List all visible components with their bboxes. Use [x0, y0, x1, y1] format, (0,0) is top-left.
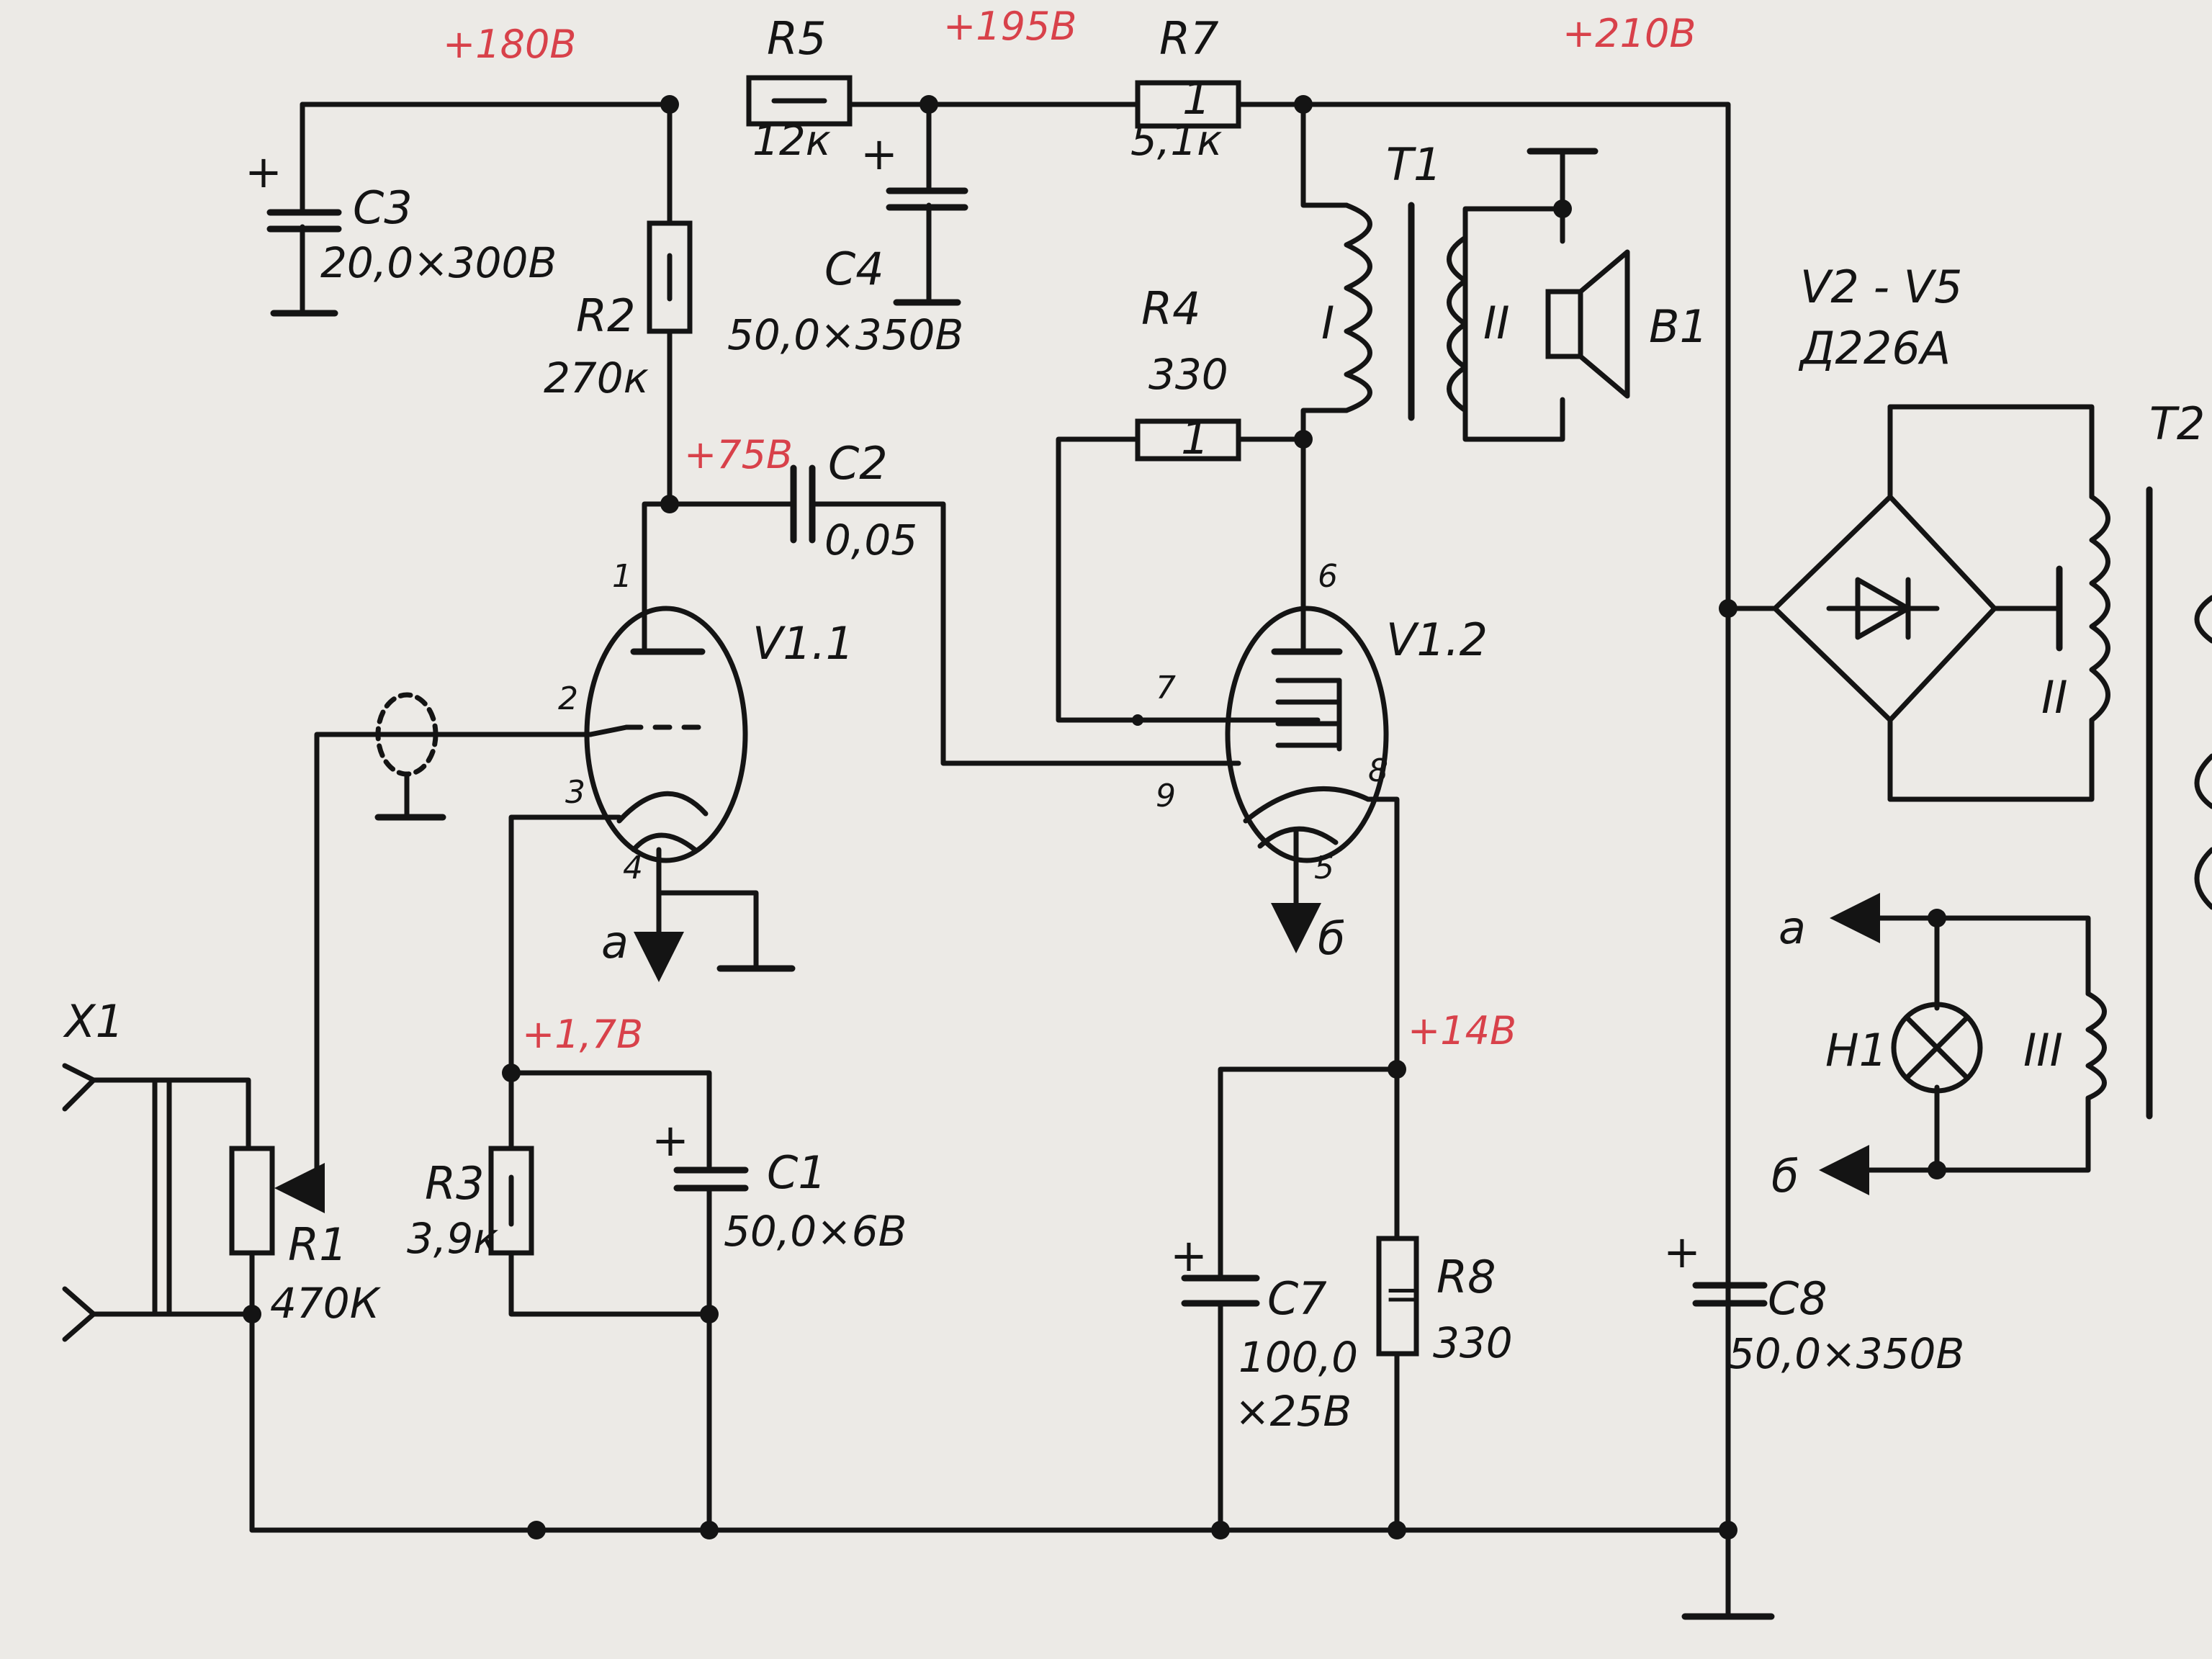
lamp-h1: [1891, 1002, 1983, 1094]
r7-value: 5,1к: [1130, 116, 1222, 165]
transformer-t2: [2085, 486, 2212, 1120]
voltage-180: +180В: [443, 22, 576, 67]
svg-text:1: 1: [1181, 412, 1209, 464]
c3-ref: C3: [353, 181, 413, 234]
capacitor-c3: +: [245, 145, 342, 317]
heater-b-v1-2: б: [1318, 912, 1345, 965]
pin-8: 8: [1368, 752, 1388, 789]
resistor-r2: [647, 220, 693, 334]
voltage-195: +195В: [943, 4, 1076, 49]
r3-ref: R3: [425, 1157, 485, 1210]
rail-b: б: [1771, 1150, 1799, 1202]
pin-9: 9: [1156, 778, 1176, 814]
input-jack-x1: [62, 1063, 172, 1342]
voltage-210: +210В: [1563, 11, 1696, 56]
t2-winding-2: II: [2041, 671, 2068, 724]
t2-ref: T2: [2149, 397, 2205, 450]
pin-3: 3: [565, 774, 585, 811]
diode-bridge: [1772, 404, 2063, 802]
resistor-r4: 1: [1135, 412, 1241, 464]
speaker-b1: [1527, 148, 1630, 399]
v1-2-ref: V1.2: [1386, 613, 1488, 666]
shielded-input: [375, 692, 439, 820]
t1-winding-2: II: [1483, 297, 1510, 349]
resistor-r5: [746, 75, 853, 127]
c7-value-line2: ×25В: [1235, 1387, 1352, 1436]
c4-ref: C4: [824, 243, 884, 295]
svg-text:=: =: [1384, 1267, 1421, 1320]
voltage-1-7: +1,7В: [522, 1012, 643, 1057]
voltage-14: +14В: [1408, 1008, 1516, 1053]
pin-7: 7: [1156, 670, 1176, 706]
t1-ref: T1: [1386, 138, 1442, 191]
wiring: [91, 102, 2095, 1619]
r1-ref: R1: [288, 1218, 348, 1271]
voltage-labels: +180В +195В +210В +75В +1,7В +14В: [443, 4, 1696, 1057]
svg-text:+: +: [652, 1114, 689, 1166]
svg-text:1: 1: [1182, 72, 1210, 125]
heater-a-v1-1: а: [601, 916, 629, 968]
capacitor-c7: +: [1170, 1229, 1260, 1307]
c1-value: 50,0×6В: [724, 1207, 907, 1256]
ground-symbols: [374, 814, 1775, 1620]
svg-text:+: +: [1170, 1229, 1208, 1282]
pin-labels: 1 2 3 4 5 6 7 8 9: [558, 558, 1388, 886]
pin-6: 6: [1318, 558, 1338, 595]
tube-v1-2: [1225, 606, 1389, 863]
tube-v1-1: [584, 606, 748, 863]
r4-ref: R4: [1141, 282, 1201, 335]
svg-text:+: +: [245, 145, 282, 198]
x1-ref: X1: [63, 995, 124, 1048]
svg-text:+: +: [1663, 1226, 1701, 1278]
heater-labels: а б а б: [601, 902, 1806, 1202]
c8-ref: C8: [1768, 1272, 1827, 1325]
resistor-r8: =: [1376, 1236, 1421, 1357]
svg-text:+: +: [860, 127, 898, 180]
r3-value: 3,9к: [407, 1214, 498, 1263]
c2-ref: C2: [828, 437, 888, 490]
r7-ref: R7: [1159, 12, 1219, 65]
r2-ref: R2: [576, 289, 636, 342]
rail-a: а: [1779, 902, 1806, 954]
pin-5: 5: [1314, 850, 1334, 886]
b1-ref: B1: [1649, 300, 1708, 353]
resistor-r3: [488, 1146, 534, 1256]
r4-value: 330: [1148, 350, 1228, 399]
capacitor-c4: +: [860, 127, 968, 306]
bridge-type: Д226А: [1798, 322, 1951, 374]
r5-ref: R5: [767, 12, 827, 65]
resistor-r7: 1: [1135, 72, 1241, 129]
c7-value-line1: 100,0: [1238, 1333, 1358, 1382]
r1-value: 470К: [270, 1279, 382, 1328]
component-labels: R5 12к R7 5,1к C3 20,0×300В C4 50,0×350В…: [63, 12, 2205, 1436]
capacitor-c8: +: [1663, 1226, 1768, 1307]
c8-value: 50,0×350В: [1728, 1329, 1964, 1378]
c7-ref: C7: [1267, 1272, 1327, 1325]
c1-ref: C1: [767, 1146, 827, 1199]
capacitor-c1: +: [652, 1114, 749, 1192]
pin-4: 4: [623, 850, 643, 886]
bridge-ref: V2 - V5: [1800, 261, 1963, 313]
c4-value: 50,0×350В: [727, 310, 963, 359]
v1-1-ref: V1.1: [752, 617, 854, 670]
voltage-75: +75В: [684, 432, 793, 477]
transformer-t1: [1344, 202, 1468, 421]
pin-2: 2: [558, 680, 578, 717]
capacitor-c2: [790, 464, 816, 544]
r8-value: 330: [1433, 1318, 1513, 1367]
pin-1: 1: [612, 558, 632, 595]
r8-ref: R8: [1437, 1251, 1496, 1303]
r5-value: 12к: [752, 116, 831, 165]
c2-value: 0,05: [824, 516, 917, 565]
r2-value: 270к: [544, 354, 649, 403]
potentiometer-r1: [229, 1146, 325, 1256]
h1-ref: H1: [1825, 1024, 1887, 1076]
c3-value: 20,0×300В: [320, 238, 557, 287]
junctions: [243, 95, 1946, 1539]
t1-winding-1: I: [1321, 297, 1334, 349]
t2-winding-3: III: [2023, 1024, 2063, 1076]
